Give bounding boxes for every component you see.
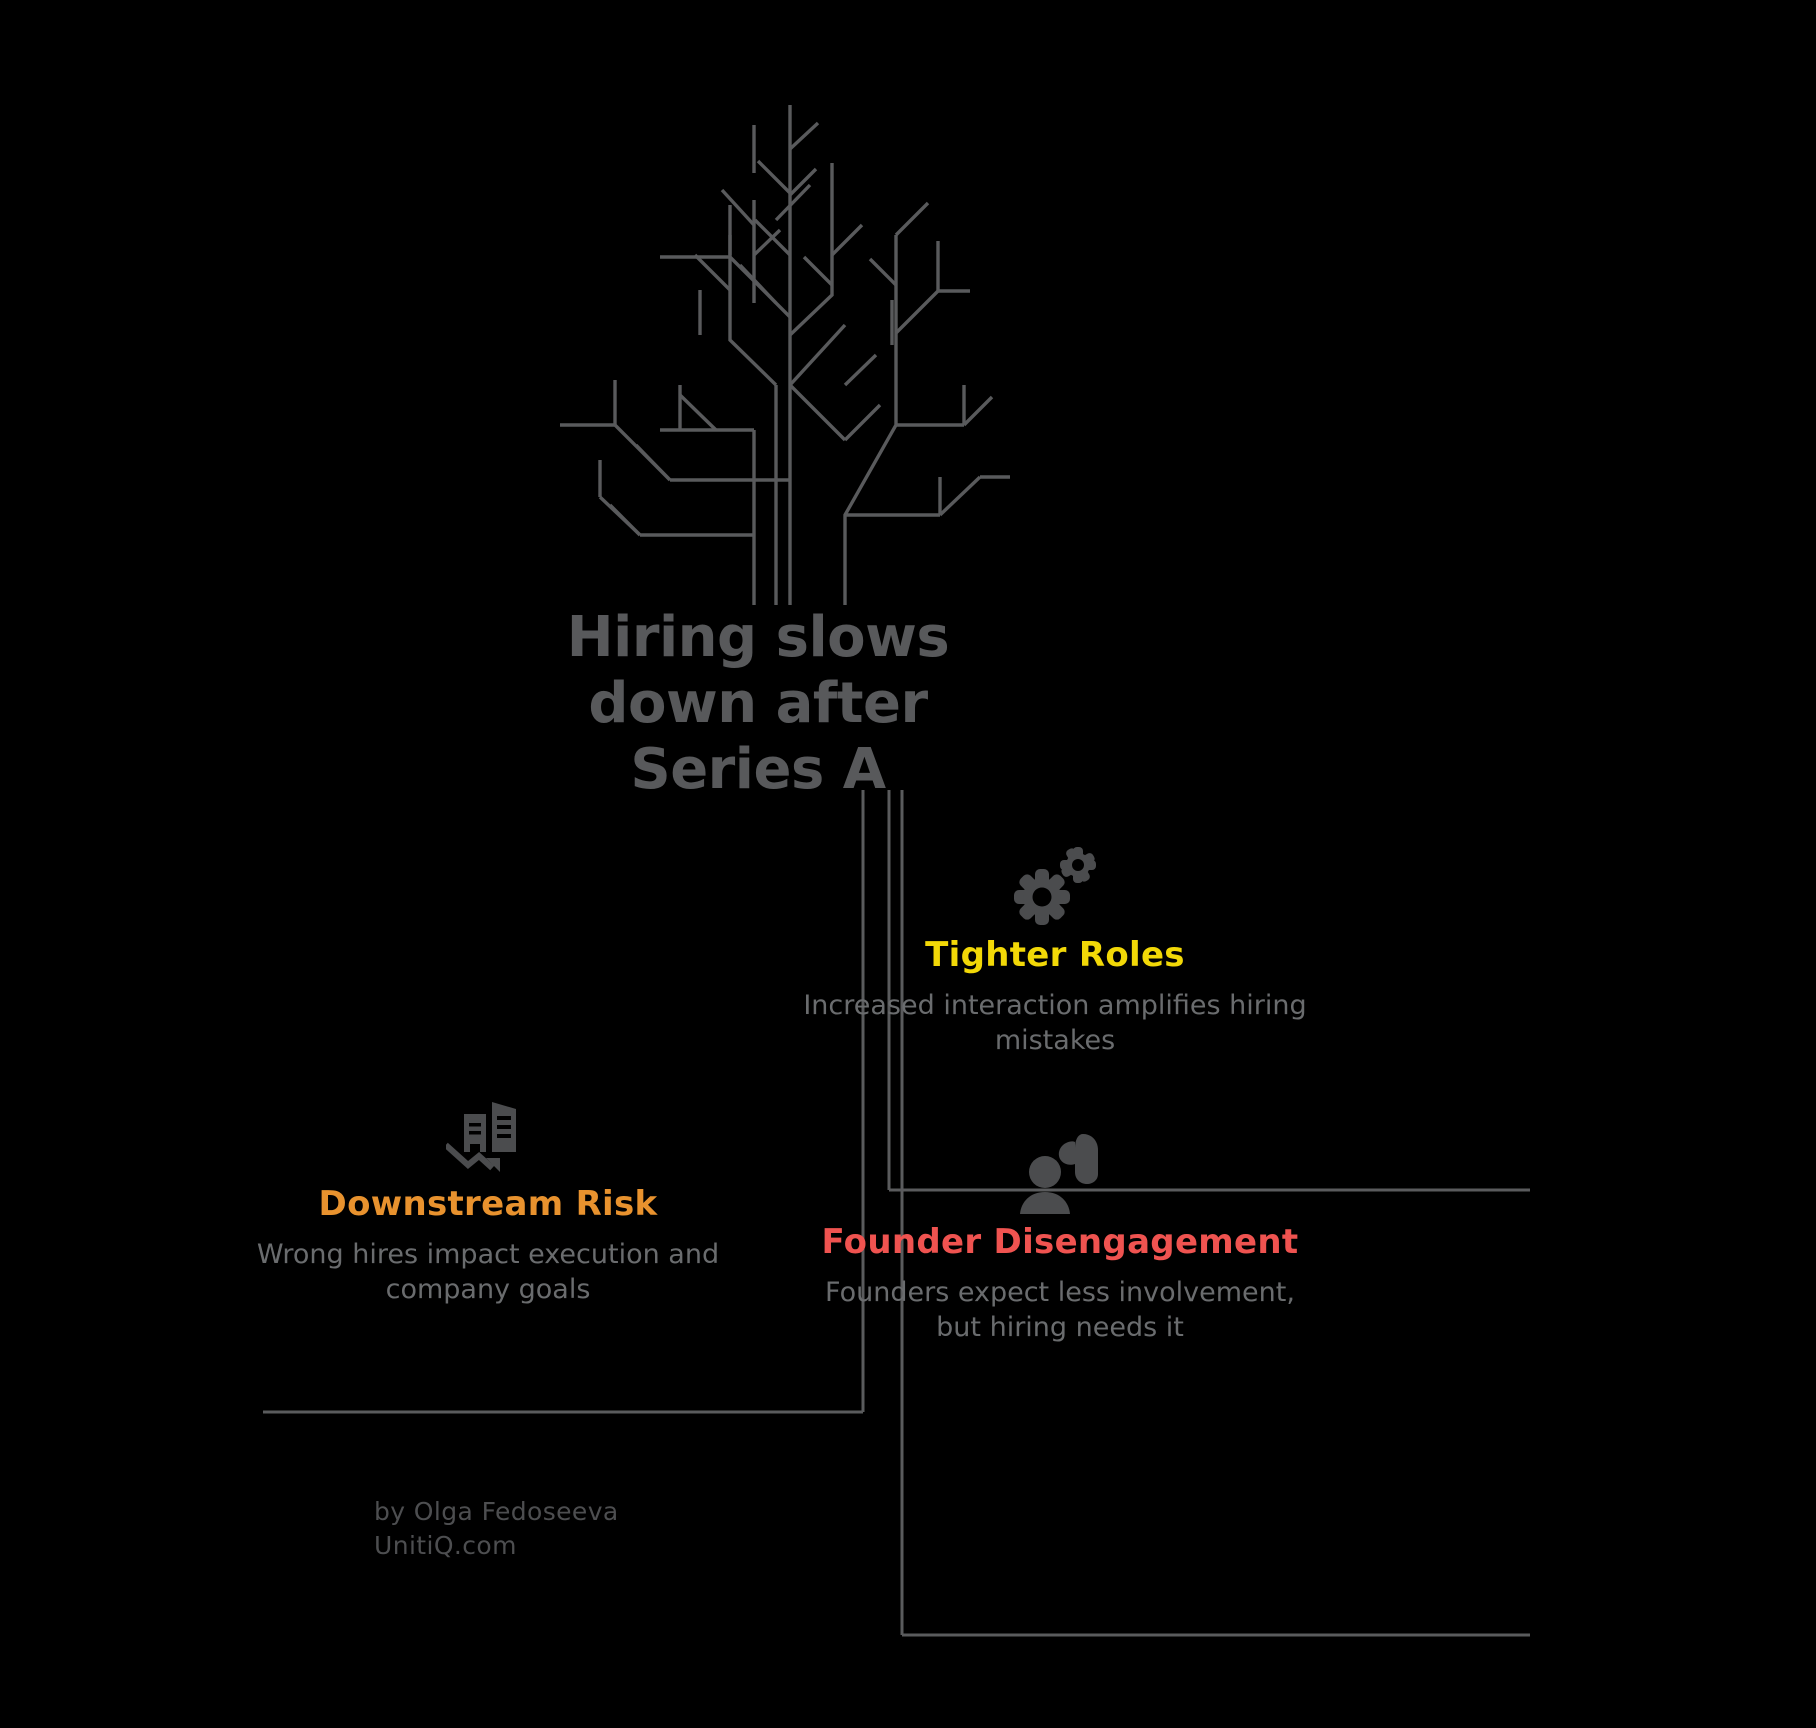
branch-tighter-roles-title: Tighter Roles xyxy=(925,935,1185,975)
building-decline-icon xyxy=(446,1102,516,1172)
branch-downstream-risk: Downstream Risk Wrong hires impact execu… xyxy=(228,1090,748,1308)
person-leaving-icon-wrap xyxy=(800,1130,1320,1214)
byline-site: UnitiQ.com xyxy=(374,1530,517,1560)
branch-downstream-risk-description: Wrong hires impact execution and company… xyxy=(256,1239,720,1306)
byline: by Olga Fedoseeva UnitiQ.com xyxy=(374,1495,619,1563)
gears-icon-wrap xyxy=(790,845,1320,927)
page-title-line-1: Hiring slows xyxy=(566,605,950,670)
page-title-line-2: down after xyxy=(588,671,928,737)
branch-founder-disengagement-title: Founder Disengagement xyxy=(821,1222,1299,1262)
branch-founder-disengagement-description: Founders expect less involvement, but hi… xyxy=(825,1277,1295,1344)
page-title: Hiring slows down after Series A xyxy=(508,605,1008,803)
branch-tighter-roles-description: Increased interaction amplifies hiring m… xyxy=(803,990,1307,1057)
page-title-line-3: Series A xyxy=(630,737,886,803)
branch-founder-disengagement: Founder Disengagement Founders expect le… xyxy=(800,1130,1320,1346)
person-leaving-icon xyxy=(1020,1134,1098,1214)
byline-author: by Olga Fedoseeva xyxy=(374,1497,619,1526)
building-decline-icon-wrap xyxy=(228,1090,748,1176)
branch-tighter-roles: Tighter Roles Increased interaction ampl… xyxy=(790,845,1320,1059)
bare-tree-icon xyxy=(560,105,1010,605)
gears-icon xyxy=(1014,847,1096,925)
branch-downstream-risk-title: Downstream Risk xyxy=(318,1184,658,1224)
